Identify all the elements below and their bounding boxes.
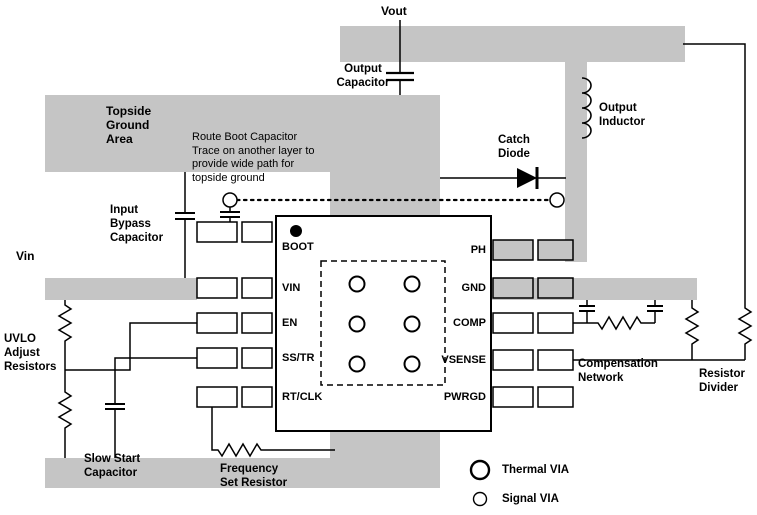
pin-pad [196, 312, 238, 334]
compensation-network-label: Compensation Network [578, 358, 658, 384]
resistor-divider-symbol [573, 43, 753, 361]
pin-label-en: EN [282, 317, 298, 329]
thermal-via-icon [348, 355, 366, 373]
right-pin-pads [492, 239, 574, 408]
thermal-via-icon [403, 275, 421, 293]
pin-label-pwrgd: PWRGD [443, 391, 486, 403]
thermal-via-icon [403, 315, 421, 333]
ph-copper-strip [565, 62, 587, 262]
thermal-via-icon [403, 355, 421, 373]
slow-start-capacitor-symbol [105, 357, 197, 458]
thermal-via-icon [348, 315, 366, 333]
pin-label-boot: BOOT [282, 241, 314, 253]
output-capacitor-label: Output Capacitor [336, 63, 390, 89]
left-pin-pads [196, 221, 273, 408]
pin-pad [537, 277, 574, 299]
compensation-network-symbol [573, 300, 663, 331]
pin-label-rtclk: RT/CLK [282, 391, 323, 403]
frequency-set-resistor-symbol [211, 407, 335, 458]
topside-ground-pour-bottom [45, 458, 440, 488]
catch-diode-symbol [440, 167, 566, 189]
vin-copper-trace [45, 278, 197, 300]
vout-label: Vout [381, 4, 407, 18]
vin-label: Vin [16, 249, 35, 263]
output-inductor-symbol [581, 77, 592, 139]
resistor-divider-label: Resistor Divider [699, 368, 746, 394]
output-inductor-label: Output Inductor [599, 102, 645, 128]
pin-pad [492, 277, 534, 299]
pin-pad [241, 386, 273, 408]
ic-outline [275, 215, 492, 432]
boot-capacitor-symbol [220, 207, 240, 222]
uvlo-resistors-symbol [57, 300, 197, 458]
pin-pad [492, 312, 534, 334]
topside-ground-area-label: Topside Ground Area [106, 104, 152, 146]
pin-label-sstr: SS/TR [282, 352, 315, 364]
legend-thermal-via-label: Thermal VIA [502, 464, 570, 476]
pin-pad [492, 239, 534, 261]
pin-pad [196, 386, 238, 408]
signal-via-icon [222, 192, 238, 208]
pin1-dot [290, 225, 302, 237]
pin-pad [537, 312, 574, 334]
pin-label-gnd: GND [461, 282, 486, 294]
thermal-vias [348, 275, 421, 373]
output-capacitor-symbol [386, 20, 414, 95]
slow-start-capacitor-label: Slow Start Capacitor [84, 453, 141, 479]
pin-label-vin: VIN [282, 282, 301, 294]
pin-pad [196, 221, 238, 243]
signal-via-icon [549, 192, 565, 208]
catch-diode-label: Catch Diode [498, 134, 530, 160]
legend-signal-via-label: Signal VIA [502, 493, 559, 505]
input-bypass-capacitor-symbol [175, 172, 195, 278]
pin-label-ph: PH [470, 244, 486, 256]
thermal-via-icon [469, 459, 491, 481]
vout-copper-pour [340, 26, 685, 62]
pin-pad [537, 239, 574, 261]
frequency-set-resistor-label: Frequency Set Resistor [220, 463, 288, 489]
uvlo-resistors-label: UVLO Adjust Resistors [4, 333, 57, 373]
pin-pad [241, 277, 273, 299]
pin-pad [537, 349, 574, 371]
input-bypass-capacitor-label: Input Bypass Capacitor [110, 204, 164, 244]
pin-pad [196, 347, 238, 369]
pin-pad [492, 349, 534, 371]
thermal-via-icon [348, 275, 366, 293]
pin-pad [492, 386, 534, 408]
pin-pad [241, 312, 273, 334]
route-boot-note: Route Boot Capacitor Trace on another la… [192, 131, 315, 184]
pin-pad [241, 221, 273, 243]
pin-pad [196, 277, 238, 299]
signal-via-icon [472, 491, 488, 507]
pin-pad [537, 386, 574, 408]
thermal-pad-outline [320, 260, 446, 386]
pin-pad [241, 347, 273, 369]
pin-label-vsense: VSENSE [441, 354, 486, 366]
topside-ground-pour-top [45, 95, 440, 172]
pin-label-comp: COMP [453, 317, 486, 329]
